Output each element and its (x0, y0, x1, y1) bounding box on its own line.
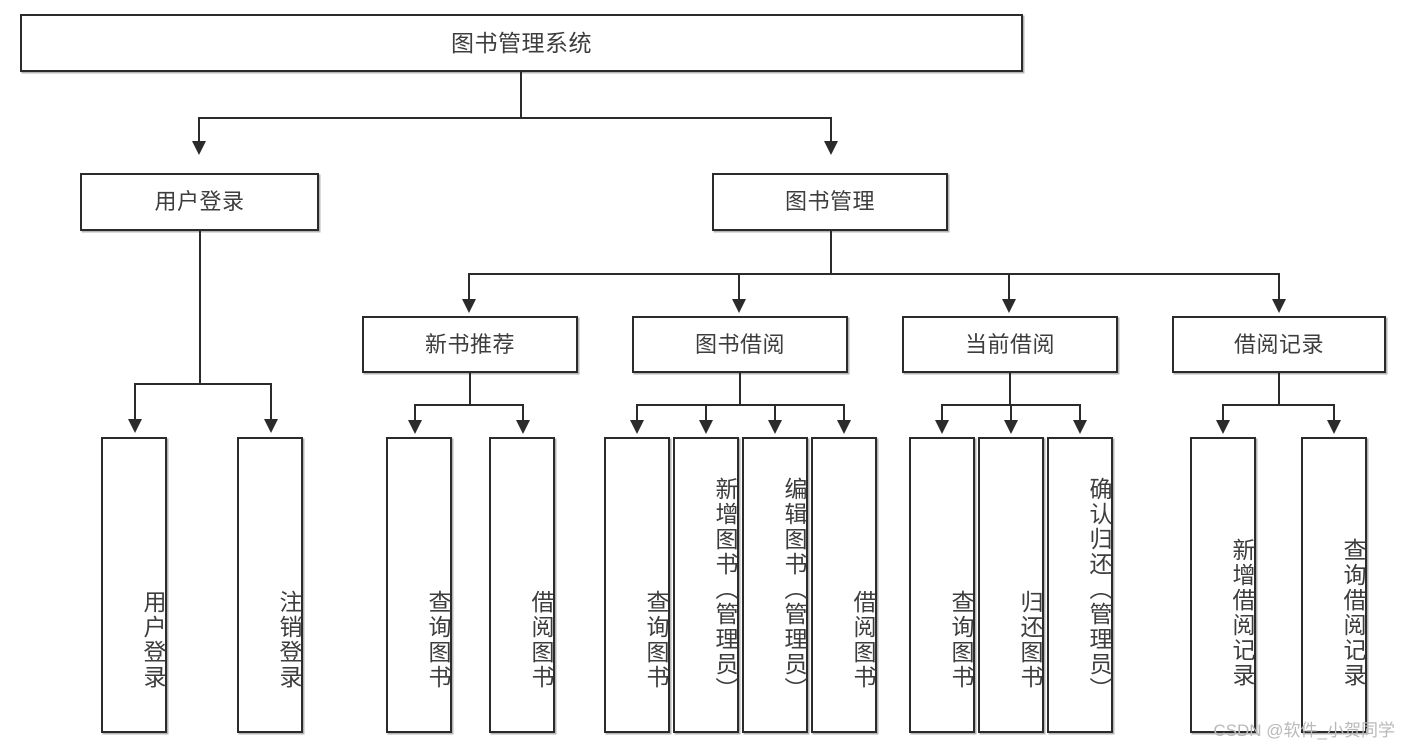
arrow-current-borrow-to-leaf-1 (935, 420, 949, 434)
edge-book-manage-to-current-borrow (1008, 273, 1010, 301)
leaf-bb-query-book[interactable]: 查询图书 (604, 437, 670, 733)
edge-book-borrow-to-leaf-3 (774, 404, 776, 422)
edge-new-book-rec-to-leaf-2 (522, 404, 524, 422)
arrow-new-book-rec-to-leaf-1 (408, 420, 422, 434)
leaf-bb-add-book-admin[interactable]: 新增图书（管理员） (673, 437, 739, 733)
edge-root-bus (198, 117, 832, 119)
edge-new-book-rec-stem (469, 373, 471, 404)
edge-current-borrow-to-leaf-2 (1010, 404, 1012, 422)
edge-book-borrow-to-leaf-2 (705, 404, 707, 422)
leaf-br-add-record[interactable]: 新增借阅记录 (1190, 437, 1256, 733)
node-book-borrow[interactable]: 图书借阅 (632, 316, 848, 373)
arrow-current-borrow-to-leaf-3 (1073, 420, 1087, 434)
leaf-bb-edit-book-admin[interactable]: 编辑图书（管理员） (742, 437, 808, 733)
leaf-br-query-record[interactable]: 查询借阅记录 (1301, 437, 1367, 733)
edge-root-to-user-login (198, 117, 200, 143)
node-current-borrow[interactable]: 当前借阅 (902, 316, 1118, 373)
arrow-new-book-rec-to-leaf-2 (516, 420, 530, 434)
arrow-book-manage-to-current-borrow (1002, 299, 1016, 313)
node-borrow-record[interactable]: 借阅记录 (1172, 316, 1386, 373)
edge-book-manage-stem (830, 231, 832, 273)
arrow-root-to-user-login (192, 141, 206, 155)
edge-book-borrow-bus (636, 404, 844, 406)
edge-user-login-bus (134, 383, 271, 385)
edge-new-book-rec-bus (414, 404, 524, 406)
leaf-rec-query-book[interactable]: 查询图书 (386, 437, 452, 733)
edge-new-book-rec-to-leaf-1 (414, 404, 416, 422)
leaf-cb-return-book[interactable]: 归还图书 (978, 437, 1044, 733)
node-user-login[interactable]: 用户登录 (80, 173, 319, 231)
edge-current-borrow-to-leaf-3 (1079, 404, 1081, 422)
edge-book-borrow-to-leaf-4 (843, 404, 845, 422)
edge-current-borrow-stem (1009, 373, 1011, 404)
edge-book-manage-to-new-book-rec (468, 273, 470, 301)
arrow-book-borrow-to-leaf-2 (699, 420, 713, 434)
arrow-root-to-book-manage (824, 141, 838, 155)
edge-book-manage-to-borrow-record (1278, 273, 1280, 301)
edge-borrow-record-to-leaf-2 (1333, 404, 1335, 422)
edge-user-login-to-leaf-2 (270, 383, 272, 421)
edge-root-stem (520, 72, 522, 117)
arrow-borrow-record-to-leaf-2 (1327, 420, 1341, 434)
arrow-book-manage-to-new-book-rec (462, 299, 476, 313)
edge-user-login-to-leaf-1 (134, 383, 136, 421)
edge-current-borrow-to-leaf-1 (941, 404, 943, 422)
arrow-book-borrow-to-leaf-1 (630, 420, 644, 434)
edge-user-login-stem (199, 231, 201, 383)
arrow-borrow-record-to-leaf-1 (1216, 420, 1230, 434)
arrow-book-borrow-to-leaf-3 (768, 420, 782, 434)
node-book-manage[interactable]: 图书管理 (712, 173, 948, 231)
arrow-book-manage-to-book-borrow (732, 299, 746, 313)
edge-book-borrow-to-leaf-1 (636, 404, 638, 422)
leaf-user-logout[interactable]: 注销登录 (237, 437, 303, 733)
node-new-book-rec[interactable]: 新书推荐 (362, 316, 578, 373)
leaf-bb-borrow-book[interactable]: 借阅图书 (811, 437, 877, 733)
arrow-user-login-to-leaf-1 (128, 419, 142, 433)
leaf-cb-query-book[interactable]: 查询图书 (909, 437, 975, 733)
edge-root-to-book-manage (830, 117, 832, 143)
edge-book-manage-to-book-borrow (738, 273, 740, 301)
edge-borrow-record-stem (1278, 373, 1280, 404)
leaf-cb-confirm-return-admin[interactable]: 确认归还（管理员） (1047, 437, 1113, 733)
node-root-system[interactable]: 图书管理系统 (20, 14, 1023, 72)
arrow-book-borrow-to-leaf-4 (837, 420, 851, 434)
edge-book-borrow-stem (739, 373, 741, 404)
leaf-rec-borrow-book[interactable]: 借阅图书 (489, 437, 555, 733)
leaf-user-login[interactable]: 用户登录 (101, 437, 167, 733)
arrow-user-login-to-leaf-2 (264, 419, 278, 433)
arrow-book-manage-to-borrow-record (1272, 299, 1286, 313)
arrow-current-borrow-to-leaf-2 (1004, 420, 1018, 434)
edge-borrow-record-bus (1222, 404, 1335, 406)
edge-book-manage-bus (468, 273, 1280, 275)
edge-borrow-record-to-leaf-1 (1222, 404, 1224, 422)
